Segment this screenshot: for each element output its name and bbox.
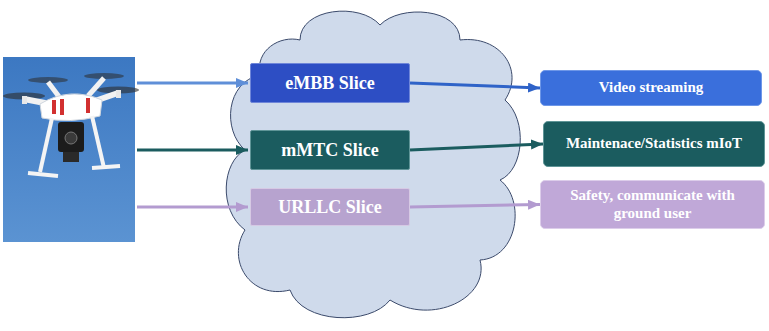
node-label: Video streaming [599, 79, 704, 96]
connector-layer [410, 83, 543, 207]
service-box: Video streaming [540, 70, 762, 106]
node-label: mMTC Slice [281, 140, 378, 161]
drone-arrow [137, 206, 248, 209]
service-box: Maintenace/Statistics mIoT [543, 121, 765, 167]
network-cloud [226, 11, 520, 318]
connector-arrow [410, 144, 543, 150]
drone-photo [92, 116, 104, 168]
drone-arrow [137, 149, 248, 152]
drone-arrow [137, 82, 248, 85]
slice-box: mMTC Slice [250, 130, 410, 170]
drone-photo [88, 78, 104, 96]
node-label: URLLC Slice [278, 197, 382, 218]
drone-photo [40, 118, 52, 172]
drone-photo [60, 99, 64, 115]
slice-box: eMBB Slice [250, 63, 410, 103]
drone-photo [28, 173, 58, 176]
connector-arrow [410, 205, 540, 208]
drone-photo [86, 98, 90, 113]
service-box: Safety, communicate with ground user [540, 180, 765, 229]
node-label: eMBB Slice [285, 73, 374, 94]
drone-photo [3, 57, 135, 242]
slice-box: URLLC Slice [250, 188, 410, 226]
drone-photo [92, 166, 120, 168]
drone-photo [3, 57, 139, 242]
drone-photo [52, 100, 56, 114]
drone-photo [22, 96, 27, 104]
drone-photo [116, 90, 121, 98]
drone-photo [63, 152, 79, 162]
drone-photo [65, 132, 77, 144]
connector-arrow [410, 83, 540, 88]
node-label: Safety, communicate with ground user [551, 187, 754, 222]
drone-photo [58, 122, 84, 152]
node-label: Maintenace/Statistics mIoT [566, 135, 742, 152]
